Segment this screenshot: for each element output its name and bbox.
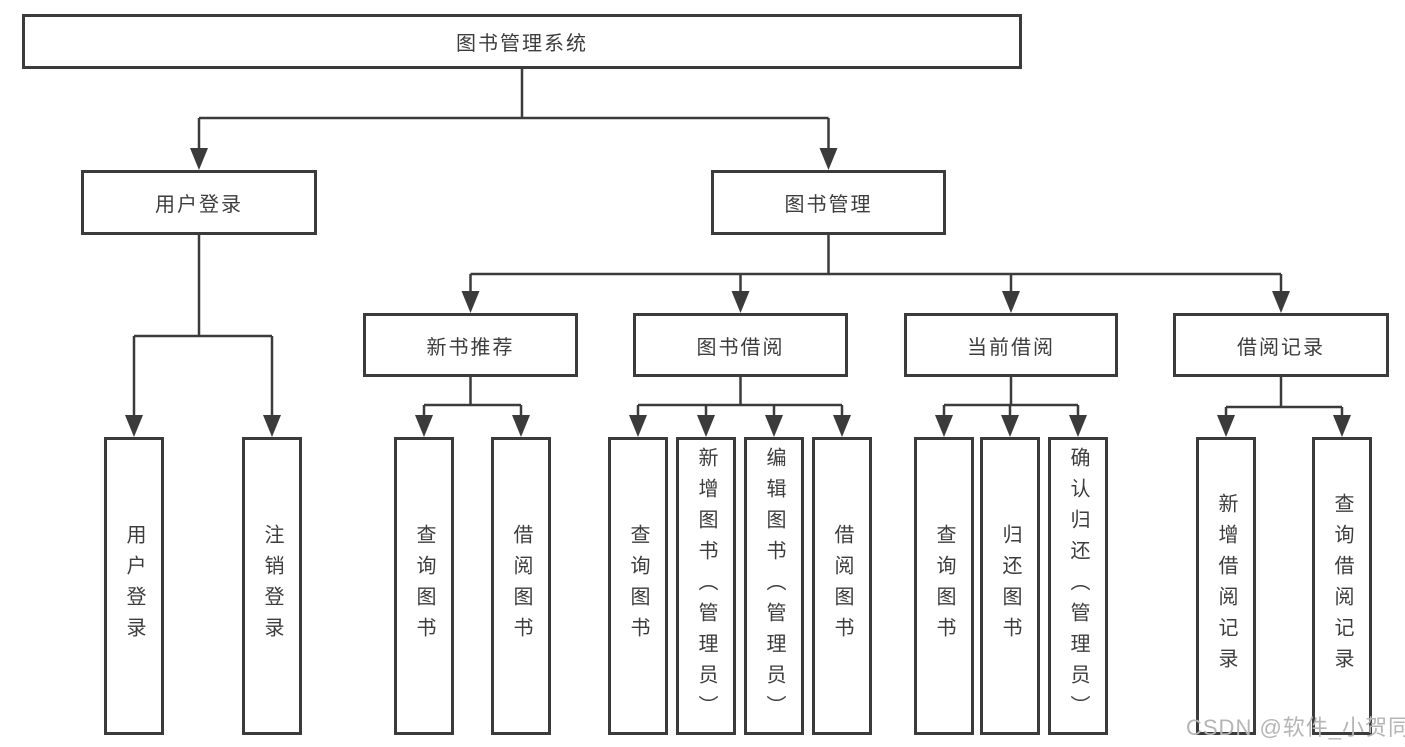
leaf-confirm-return-admin-label: 确认归还（管理员） [1067,446,1089,726]
connector-book-borrow-group [629,377,851,437]
csdn-watermark: CSDN @软件_小贺同学 [1186,715,1405,740]
leaf-newbook-query-book-label: 查询图书 [413,524,435,648]
connector-borrow-record-group [1217,377,1351,437]
connector-book-management-to-level3 [461,235,1290,313]
node-user-login: 用户登录 [81,170,317,235]
node-book-management: 图书管理 [711,170,946,235]
leaf-borrow-query-book: 查询图书 [608,437,668,735]
leaf-newbook-query-book: 查询图书 [394,437,454,735]
connector-new-book-group [415,377,530,437]
node-user-login-label: 用户登录 [155,194,243,216]
leaf-newbook-borrow-book-label: 借阅图书 [510,524,532,648]
leaf-borrow-query-book-label: 查询图书 [627,524,649,648]
leaf-return-book-label: 归还图书 [999,524,1021,648]
leaf-add-borrow-record: 新增借阅记录 [1196,437,1256,735]
leaf-query-borrow-record-label: 查询借阅记录 [1331,493,1353,679]
leaf-user-login-label: 用户登录 [123,524,145,648]
leaf-return-book: 归还图书 [980,437,1040,735]
leaf-query-borrow-record: 查询借阅记录 [1312,437,1372,735]
leaf-user-login: 用户登录 [104,437,164,735]
node-new-book-recommend: 新书推荐 [363,313,578,377]
node-borrow-record: 借阅记录 [1173,313,1389,377]
node-root: 图书管理系统 [22,14,1022,69]
node-book-borrow: 图书借阅 [633,313,848,377]
node-current-borrow-label: 当前借阅 [967,336,1055,359]
leaf-edit-book-admin: 编辑图书（管理员） [744,437,804,735]
connector-user-login-group [125,235,281,437]
leaf-edit-book-admin-label: 编辑图书（管理员） [763,446,785,726]
node-borrow-record-label: 借阅记录 [1237,336,1325,359]
leaf-current-query-book: 查询图书 [914,437,974,735]
leaf-add-book-admin-label: 新增图书（管理员） [695,446,717,726]
node-book-borrow-label: 图书借阅 [696,336,785,359]
leaf-current-query-book-label: 查询图书 [933,524,955,648]
node-root-label: 图书管理系统 [456,33,588,55]
leaf-borrow-book: 借阅图书 [812,437,872,735]
leaf-add-borrow-record-label: 新增借阅记录 [1215,493,1237,679]
leaf-logout: 注销登录 [242,437,302,735]
leaf-borrow-book-label: 借阅图书 [831,524,853,648]
leaf-logout-label: 注销登录 [261,524,283,648]
node-book-management-label: 图书管理 [784,194,873,216]
connector-root-to-level2 [190,69,838,170]
leaf-newbook-borrow-book: 借阅图书 [491,437,551,735]
leaf-add-book-admin: 新增图书（管理员） [676,437,736,735]
leaf-confirm-return-admin: 确认归还（管理员） [1048,437,1108,735]
node-current-borrow: 当前借阅 [904,313,1118,377]
node-new-book-recommend-label: 新书推荐 [426,336,515,359]
connector-current-borrow-group [935,377,1087,437]
